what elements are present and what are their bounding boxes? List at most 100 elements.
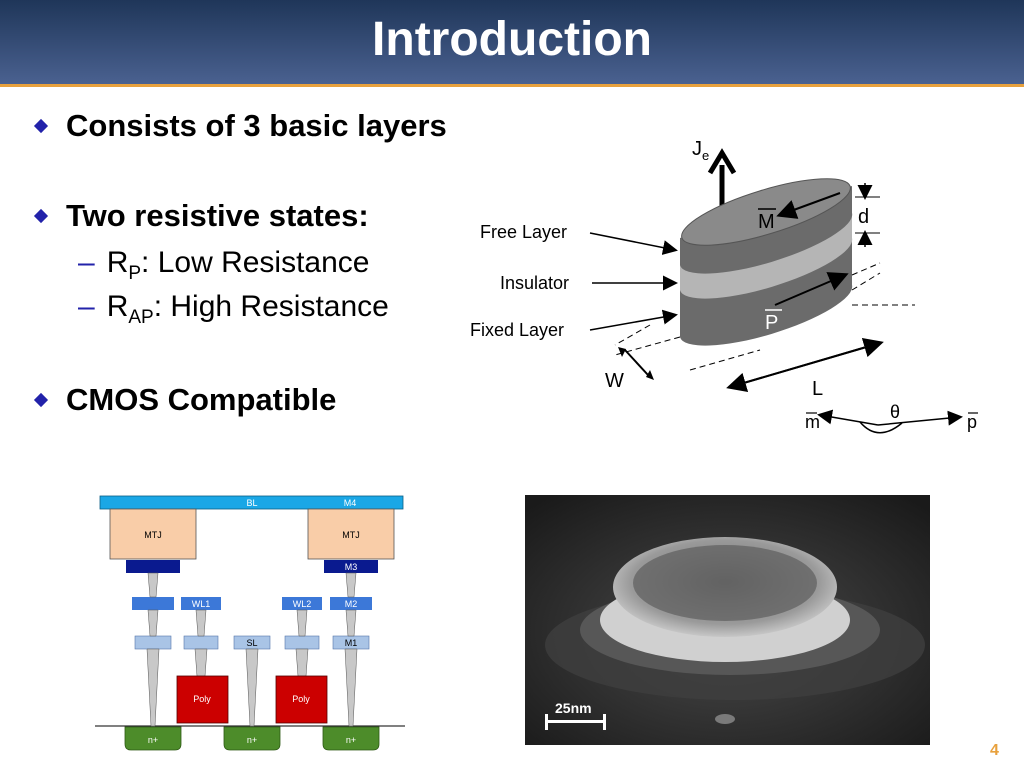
scale-bar-line: [545, 720, 605, 723]
guide-line: [851, 272, 881, 291]
w-arrow-end: [646, 370, 654, 380]
n-plus-well-mid: [223, 726, 281, 751]
l-label: L: [812, 378, 823, 400]
via: [345, 572, 357, 598]
m4-label: M4: [344, 498, 357, 508]
p-vector-label: P: [765, 312, 778, 334]
n-plus-mid-label: n+: [247, 735, 257, 745]
mtj-box-left: [109, 508, 197, 560]
fixed-layer-label: Fixed Layer: [470, 320, 564, 340]
wl2-label: WL2: [293, 599, 312, 609]
dash-bullet: –: [78, 246, 95, 279]
title-bar: Introduction: [0, 0, 1024, 84]
d-label: d: [858, 206, 869, 228]
wl1-pad: [181, 597, 221, 610]
l-dimension-reverse: [726, 342, 881, 393]
diamond-bullet-icon: [33, 208, 49, 224]
m-small-arrow: [817, 409, 879, 426]
contact: [344, 648, 358, 727]
theta-arc: [859, 421, 903, 434]
cmos-integration-diagram: BL M4 MTJ MTJ M3 WL1 WL2 M2 SL M1 Poly P…: [95, 495, 405, 751]
page-number: 4: [990, 742, 999, 759]
mtj-pillar: [680, 178, 853, 346]
m1-pad: [134, 635, 172, 650]
sem-micrograph: [525, 495, 930, 745]
m2-label: M2: [345, 599, 358, 609]
title-divider: [0, 84, 1024, 87]
w-arrow-start: [618, 347, 626, 357]
bullet-text: CMOS Compatible: [66, 382, 337, 417]
m-vector-arrow: [776, 192, 841, 219]
m2-pad-right: [330, 597, 372, 610]
slide-title: Introduction: [372, 13, 652, 66]
mtj-box-right: [307, 508, 395, 560]
diamond-bullet-icon: [33, 392, 49, 408]
resistance-symbol: R: [106, 246, 129, 279]
bullet-text: Consists of 3 basic layers: [66, 108, 447, 143]
current-label: Je: [692, 138, 709, 163]
n-plus-left-label: n+: [148, 735, 158, 745]
w-dimension: [624, 349, 649, 376]
theta-label: θ: [890, 402, 900, 422]
scale-bar-label: 25nm: [555, 700, 592, 716]
m3-label: M3: [345, 562, 358, 572]
via: [345, 609, 357, 637]
sub-bullet-item: –RP: Low Resistance: [78, 246, 370, 285]
mtj-left-label: MTJ: [144, 530, 162, 540]
p-small-arrow: [877, 410, 963, 426]
mtj-diagram: Je M P d Free Layer Insulator Fixed Laye…: [470, 138, 978, 434]
poly-gate-right: [275, 675, 328, 724]
poly-left-label: Poly: [193, 694, 211, 704]
m2-pad-left: [132, 597, 174, 610]
dash-bullet: –: [78, 290, 95, 323]
sub-bullet-text: : Low Resistance: [141, 246, 370, 279]
fixed-layer-pointer: [589, 309, 678, 331]
via: [147, 609, 159, 637]
poly-gate-left: [176, 675, 229, 724]
resistance-symbol: R: [106, 290, 129, 323]
wl1-label: WL1: [192, 599, 211, 609]
wl2-pad: [282, 597, 322, 610]
m-small-label: m: [805, 412, 820, 432]
contact: [146, 648, 160, 727]
guide-line: [689, 349, 761, 371]
guide-line: [614, 336, 681, 356]
guide-line: [851, 262, 881, 276]
sub-bullet-text: : High Resistance: [153, 290, 389, 323]
diamond-bullet-icon: [33, 118, 49, 134]
m1-pad: [183, 635, 219, 650]
n-plus-well-left: [124, 726, 182, 751]
m1-pad: [284, 635, 320, 650]
scale-bar-tick: [603, 714, 606, 730]
guide-line: [614, 324, 651, 346]
contact: [245, 648, 259, 727]
current-arrow-head: [707, 148, 737, 175]
w-label: W: [605, 370, 624, 392]
sub-bullet-item: –RAP: High Resistance: [78, 290, 389, 329]
m-vector-label: M: [758, 211, 775, 233]
via: [296, 609, 308, 637]
via: [195, 609, 207, 637]
sl-label: SL: [246, 638, 257, 648]
m3-pad-left: [126, 560, 180, 573]
resistance-subscript: AP: [128, 307, 154, 328]
free-layer-label: Free Layer: [480, 222, 567, 242]
contact: [295, 648, 309, 677]
free-layer-top: [681, 178, 851, 246]
m1-label: M1: [345, 638, 358, 648]
sem-image: [525, 495, 930, 745]
bitline-bar: [99, 495, 404, 510]
resistance-subscript: P: [128, 263, 142, 284]
n-plus-well-right: [322, 726, 380, 751]
m3-pad-right: [324, 560, 378, 573]
free-layer-pointer: [589, 232, 678, 256]
poly-right-label: Poly: [292, 694, 310, 704]
mtj-right-label: MTJ: [342, 530, 360, 540]
n-plus-right-label: n+: [346, 735, 356, 745]
p-small-label: p: [967, 412, 977, 432]
insulator-label: Insulator: [500, 273, 569, 293]
p-vector-arrow: [774, 272, 849, 306]
bl-label: BL: [246, 498, 257, 508]
contact: [194, 648, 208, 677]
bullet-text: Two resistive states:: [66, 198, 369, 233]
